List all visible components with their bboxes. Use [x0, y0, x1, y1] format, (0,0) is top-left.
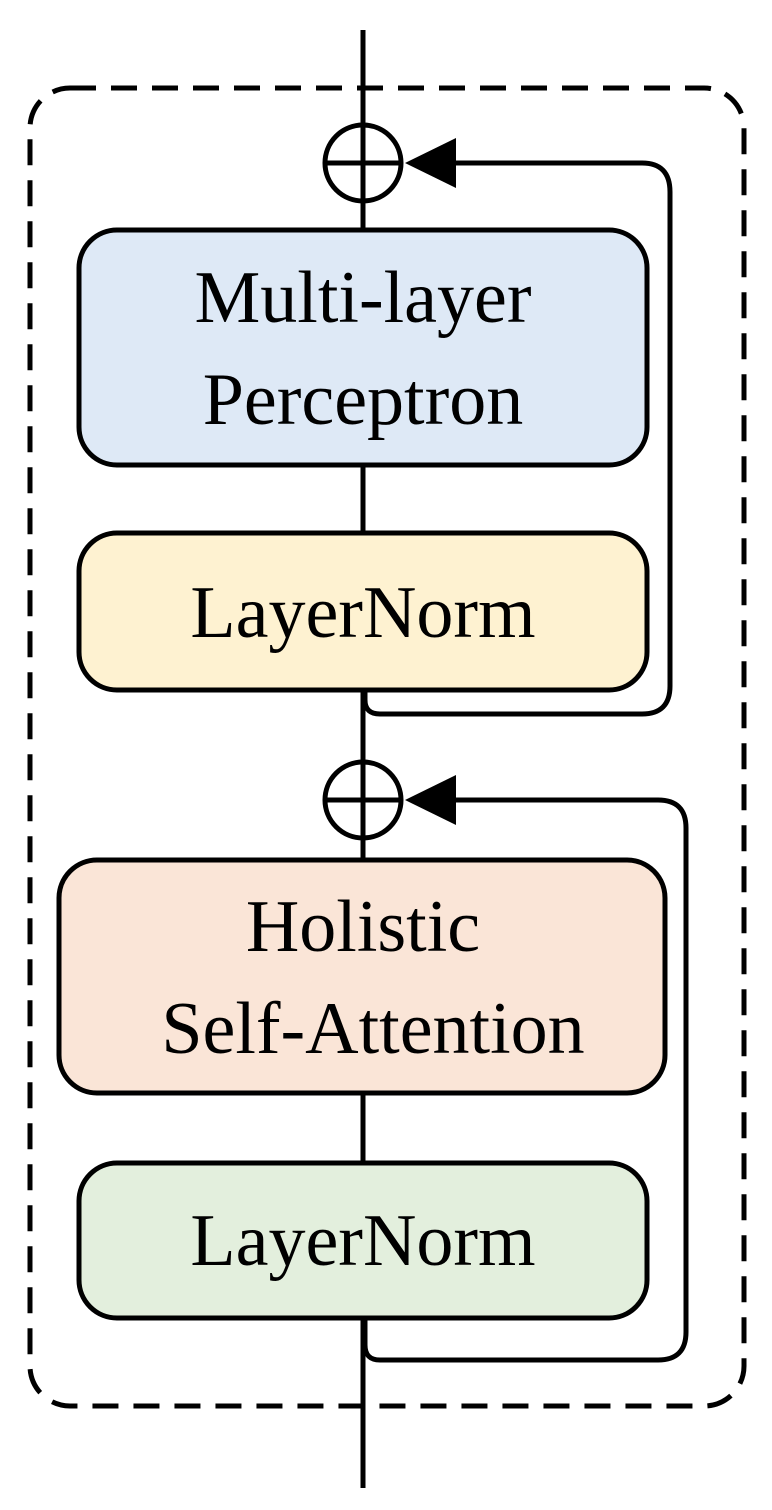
residual-arrowhead-top [405, 138, 456, 188]
mlp-label-line1: Multi-layer [194, 257, 531, 339]
dashed-container [27, 85, 747, 1409]
layernorm-bottom-label: LayerNorm [190, 1200, 535, 1282]
residual-connection-top [362, 160, 673, 717]
layernorm-bottom-box [76, 1160, 650, 1321]
add-node-top [322, 122, 404, 204]
hsa-label-line1: Holistic [246, 886, 480, 968]
residual-arrowhead-bottom [405, 775, 456, 825]
layernorm-top-block: LayerNorm [76, 530, 650, 693]
layernorm-top-label: LayerNorm [190, 572, 535, 654]
layernorm-bottom-block: LayerNorm [76, 1160, 650, 1321]
mlp-block: Multi-layer Perceptron [76, 227, 650, 468]
hsa-label-line2: Self-Attention [161, 988, 584, 1070]
mlp-block-box [76, 227, 650, 468]
residual-connection-bottom [362, 797, 689, 1363]
mlp-label-line2: Perceptron [203, 359, 524, 441]
hsa-block: Holistic Self-Attention [56, 857, 668, 1096]
hsa-block-box [56, 857, 668, 1096]
layernorm-top-box [76, 530, 650, 693]
add-node-bottom [322, 759, 404, 841]
